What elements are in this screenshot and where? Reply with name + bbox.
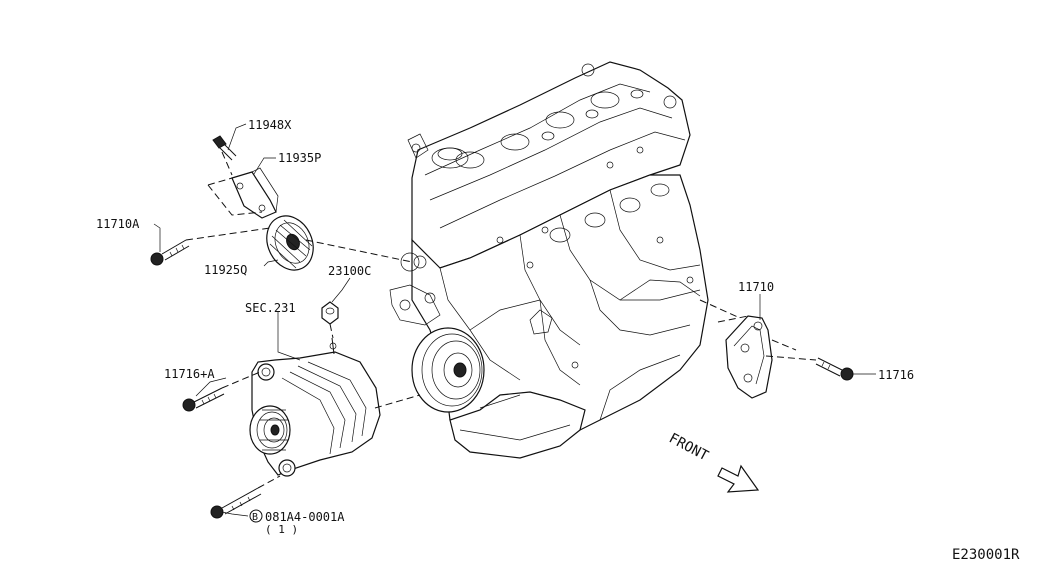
- label-11710a: 11710A: [96, 217, 140, 231]
- idler-pulley: [266, 215, 314, 271]
- label-11935p: 11935P: [278, 151, 321, 165]
- nut-23100c: [321, 301, 339, 325]
- label-11948x: 11948X: [248, 118, 292, 132]
- label-sec231: SEC.231: [245, 301, 296, 315]
- bolt-081a4: [210, 487, 262, 519]
- alternator-bracket-11710: [725, 315, 773, 399]
- bolt-11716: [815, 357, 854, 381]
- label-11710: 11710: [738, 280, 774, 294]
- label-081a4: 081A4-0001A: [265, 510, 345, 524]
- front-arrow: FRONT: [666, 430, 760, 493]
- front-label: FRONT: [666, 430, 711, 464]
- bolt-marker-letter: B: [252, 512, 258, 523]
- idler-bracket: [231, 167, 279, 219]
- engine-assembly: [389, 61, 709, 459]
- leader-lines: [153, 123, 876, 517]
- alternator: [249, 337, 381, 477]
- label-quantity: ( 1 ): [265, 523, 298, 536]
- assembly-guide-lines: [185, 151, 817, 489]
- drawing-code: E230001R: [952, 547, 1020, 563]
- part-labels: 11948X 11935P 11710A 11925Q 23100C SEC.2…: [96, 118, 914, 536]
- bolt-11710a: [150, 239, 190, 266]
- bolt-11948x: [212, 135, 237, 161]
- label-11716: 11716: [878, 368, 914, 382]
- label-11716a: 11716+A: [164, 367, 215, 381]
- label-23100c: 23100C: [328, 264, 371, 278]
- label-11925q: 11925Q: [204, 263, 247, 277]
- bolt-11716a: [182, 387, 225, 412]
- bolt-type-marker: B: [249, 509, 263, 523]
